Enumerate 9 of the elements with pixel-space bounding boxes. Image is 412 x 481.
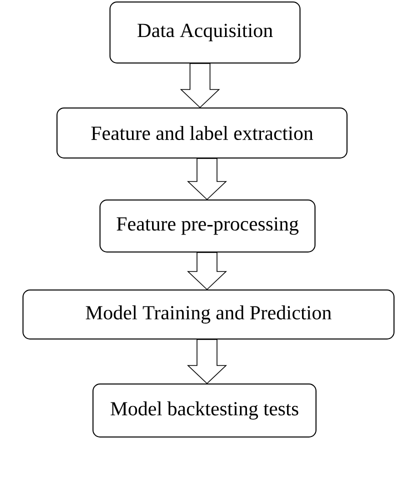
process-box: Model Training and Prediction (22, 290, 394, 340)
block-arrow (187, 158, 227, 200)
process-box: Feature pre-processing (100, 200, 316, 252)
block-arrow (180, 63, 220, 108)
process-box: Model backtesting tests (92, 384, 316, 438)
process-box: Feature and label extraction (56, 108, 348, 158)
block-arrow (187, 252, 227, 290)
process-box: Data Acquisition (110, 2, 300, 64)
block-arrow (187, 339, 227, 384)
